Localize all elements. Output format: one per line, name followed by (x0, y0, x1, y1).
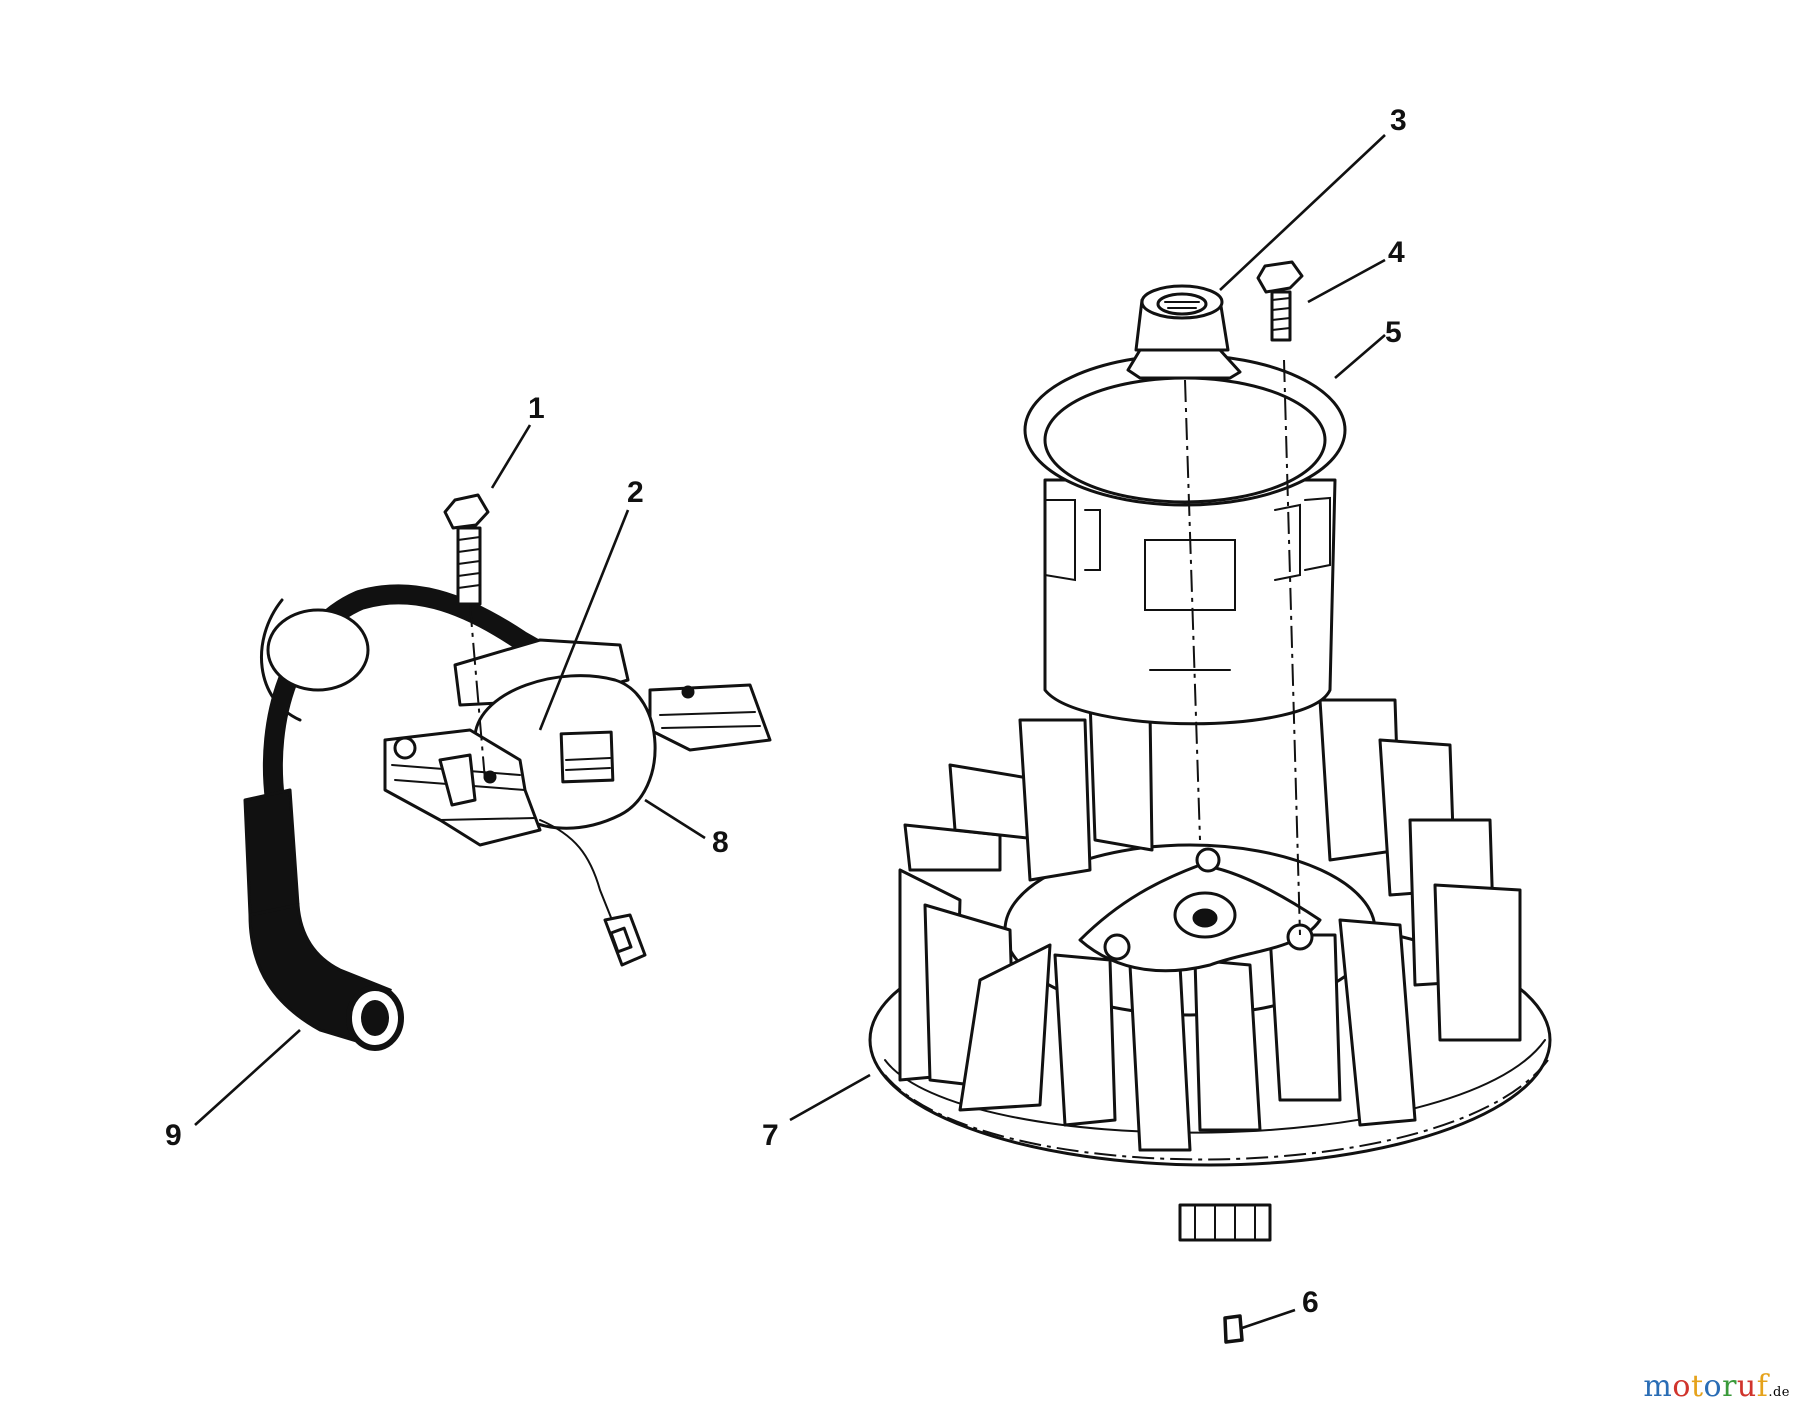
ignition-coil-assembly (243, 584, 772, 1051)
callout-8: 8 (712, 826, 729, 859)
callout-2: 2 (627, 476, 644, 509)
flywheel-assembly (868, 698, 1552, 1242)
watermark-letter: m (1643, 1369, 1673, 1404)
callout-leaders (194, 134, 1386, 1330)
callout-1: 1 (528, 392, 545, 425)
watermark-letter: r (1722, 1369, 1737, 1404)
callout-7: 7 (762, 1119, 779, 1152)
watermark-letter: u (1736, 1369, 1757, 1404)
callout-9: 9 (165, 1119, 182, 1152)
watermark-text: motoruf (1643, 1369, 1768, 1404)
watermark-suffix: .de (1768, 1385, 1790, 1400)
flywheel-nut (1126, 284, 1242, 841)
watermark-letter: o (1703, 1369, 1723, 1404)
coil-mounting-bolt (443, 493, 490, 781)
watermark-letter: f (1756, 1369, 1769, 1404)
screen-screw (1256, 260, 1304, 936)
flywheel-key (1223, 1314, 1244, 1344)
callout-3: 3 (1390, 104, 1407, 137)
watermark-letter: t (1690, 1369, 1704, 1404)
callout-4: 4 (1388, 236, 1405, 269)
callout-6: 6 (1302, 1286, 1319, 1319)
motoruf-watermark: motoruf.de (1643, 1369, 1790, 1404)
callout-5: 5 (1385, 316, 1402, 349)
watermark-letter: o (1672, 1369, 1691, 1404)
callout-labels: 1 2 3 4 5 6 7 8 9 (165, 104, 1407, 1319)
rotating-screen-cup (1023, 353, 1347, 726)
